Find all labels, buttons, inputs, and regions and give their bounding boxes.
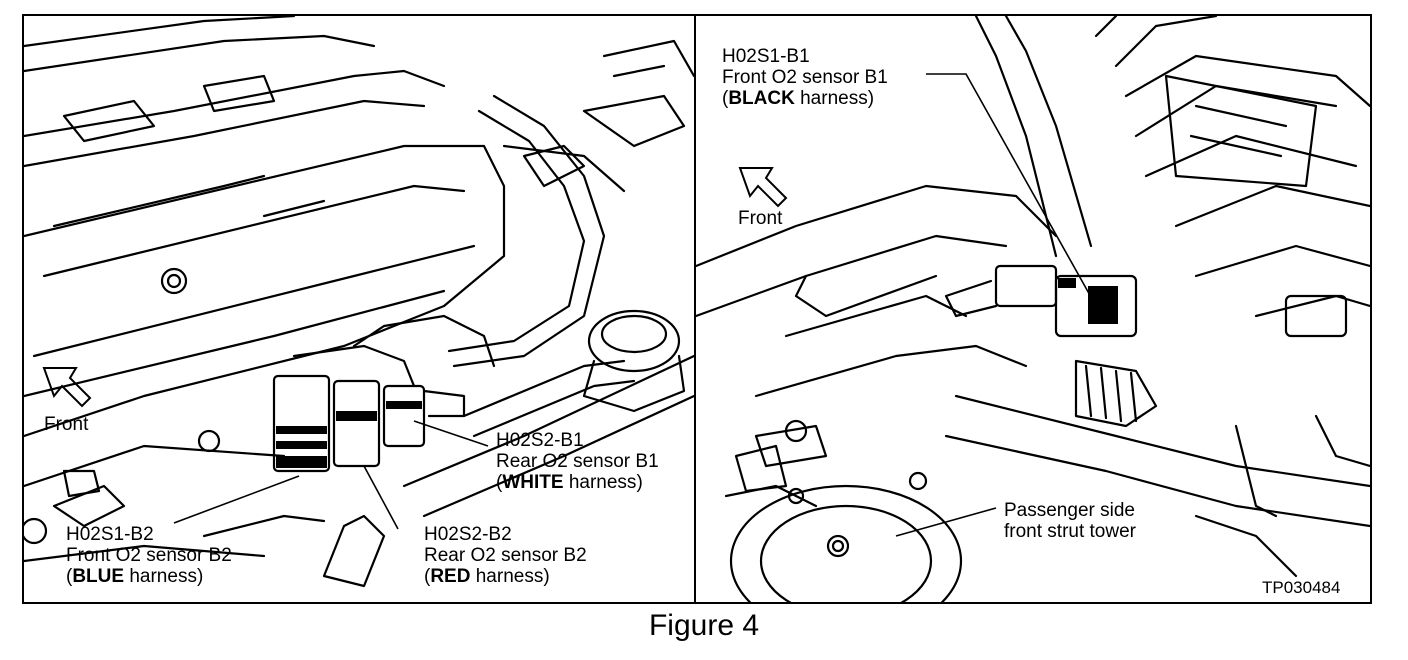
reference-code: TP030484 (1262, 578, 1341, 597)
panel-divider (694, 14, 696, 604)
front-label-right: Front (738, 208, 783, 229)
radiator-cap (587, 309, 681, 373)
harness-color: WHITE (502, 472, 564, 493)
strut-tower-label: Passenger side front strut tower (1004, 500, 1136, 542)
callout-h02s2-b1: H02S2-B1 Rear O2 sensor B1 (WHITE harnes… (496, 430, 659, 493)
callout-code: H02S1-B2 (66, 524, 154, 545)
callout-code: H02S2-B2 (424, 524, 512, 545)
callout-name: Rear O2 sensor B1 (496, 451, 659, 472)
strut-label-line1: Passenger side (1004, 500, 1135, 521)
harness-word: harness (129, 566, 197, 587)
right-engine-illustration (696, 16, 1370, 602)
harness-word: harness (568, 472, 637, 493)
figure-frame (22, 14, 1372, 604)
harness-color: BLACK (728, 88, 795, 109)
left-engine-illustration (24, 16, 694, 588)
valve-cover (24, 144, 506, 438)
front-arrow-left (42, 367, 92, 408)
callout-h02s2-b2: H02S2-B2 Rear O2 sensor B2 (RED harness) (424, 524, 587, 587)
front-arrow-right (738, 167, 788, 208)
harness-word: harness (475, 566, 544, 587)
callout-code: H02S1-B1 (722, 46, 810, 67)
callout-name: Front O2 sensor B1 (722, 67, 888, 88)
figure-title: Figure 4 (648, 609, 760, 642)
callout-name: Front O2 sensor B2 (66, 545, 232, 566)
front-label-left: Front (44, 414, 89, 435)
harness-word: harness (800, 88, 868, 109)
callout-h02s1-b2: H02S1-B2 Front O2 sensor B2 (BLUE harnes… (66, 524, 232, 587)
strut-label-line2: front strut tower (1004, 521, 1136, 542)
harness-color: RED (430, 566, 471, 587)
callout-h02s1-b1: H02S1-B1 Front O2 sensor B1 (BLACK harne… (722, 46, 888, 109)
strut-tower (729, 484, 963, 602)
harness-color: BLUE (72, 566, 125, 587)
callout-name: Rear O2 sensor B2 (424, 545, 587, 566)
callout-code: H02S2-B1 (496, 430, 584, 451)
